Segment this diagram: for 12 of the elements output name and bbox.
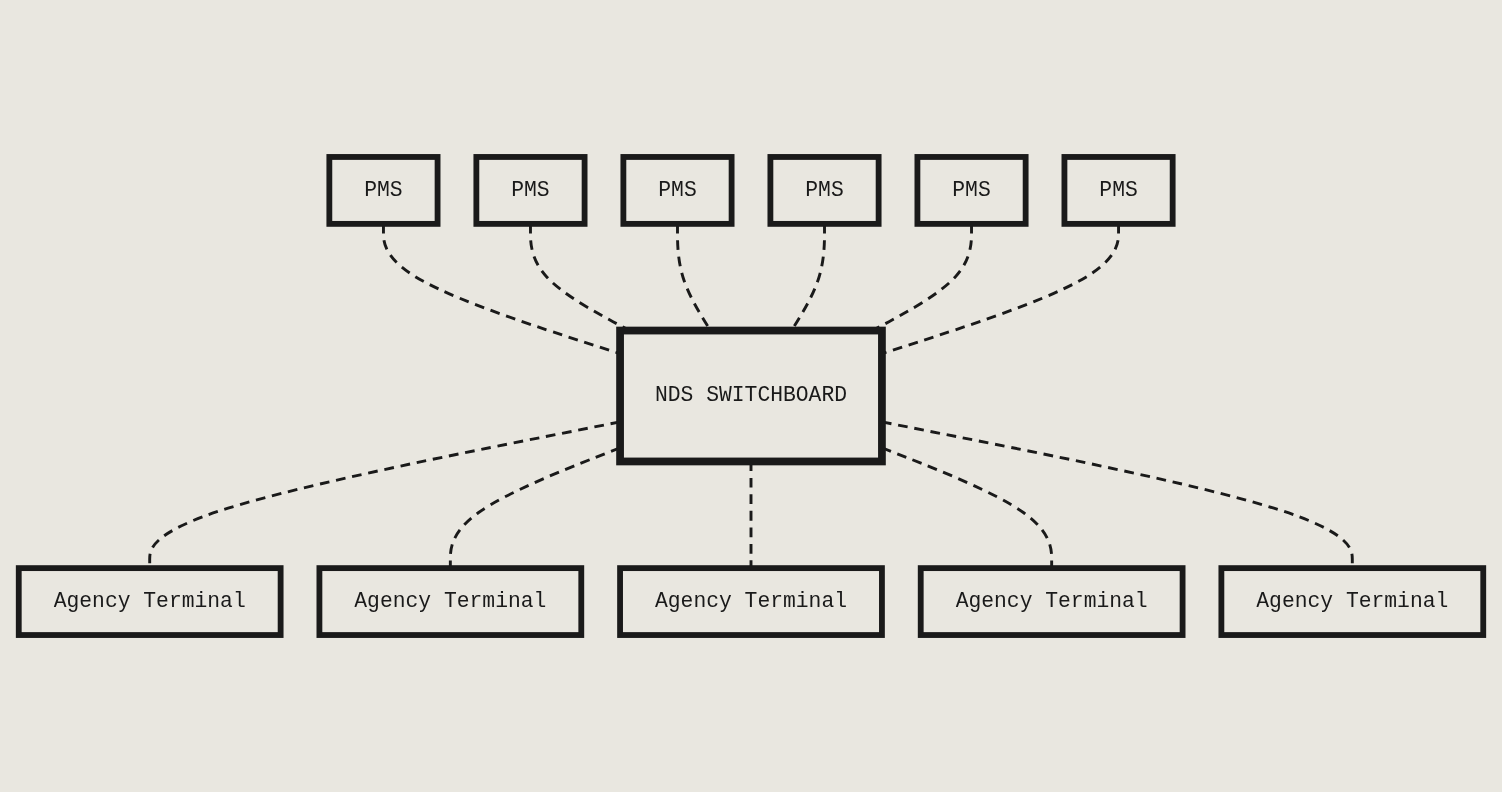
node-box: PMS (1061, 154, 1176, 227)
node-box: Agency Terminal (316, 565, 585, 638)
node-box: NDS SWITCHBOARD (616, 326, 886, 466)
node-box: PMS (326, 154, 441, 227)
node-box: Agency Terminal (15, 565, 284, 638)
node-box: Agency Terminal (1218, 565, 1487, 638)
node-box: PMS (767, 154, 882, 227)
node-box: Agency Terminal (917, 565, 1186, 638)
node-box: PMS (473, 154, 588, 227)
node-box: PMS (620, 154, 735, 227)
node-box: PMS (914, 154, 1029, 227)
node-box: Agency Terminal (617, 565, 885, 638)
